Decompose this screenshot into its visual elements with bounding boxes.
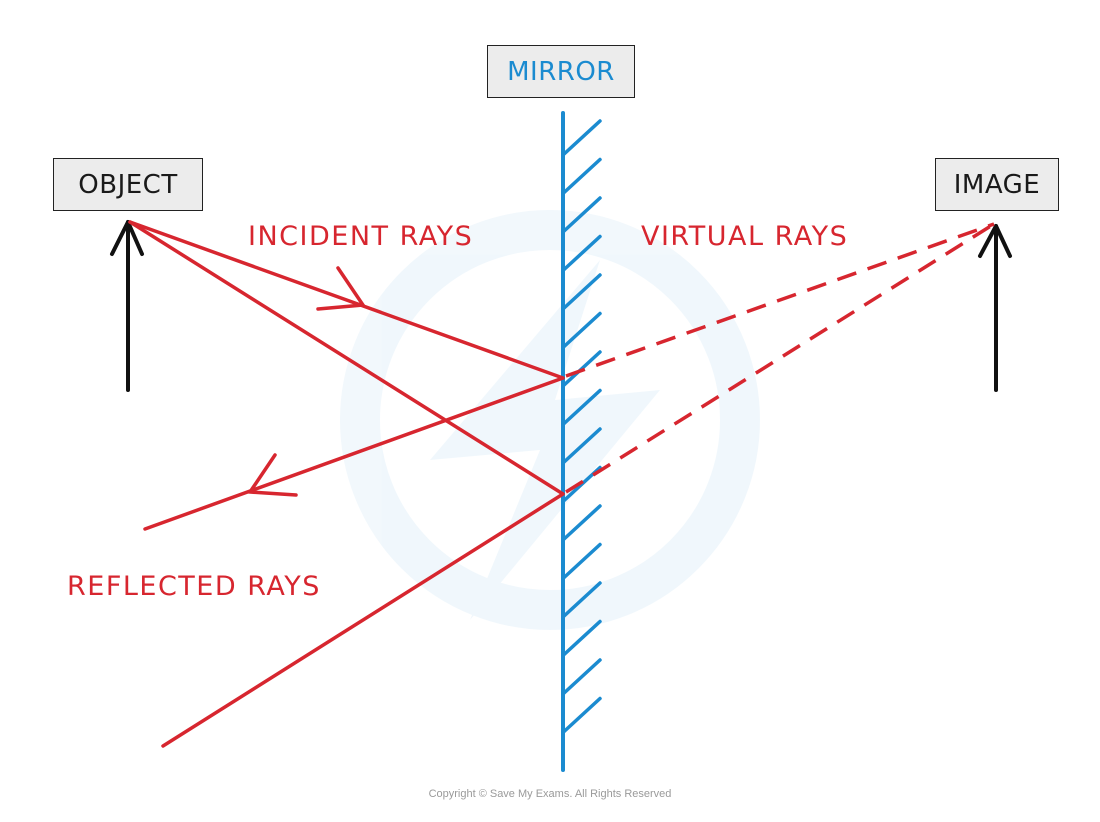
- virtual-rays-label: VIRTUAL RAYS: [641, 221, 849, 252]
- incident-rays: [128, 220, 565, 496]
- mirror-label: MIRROR: [487, 45, 635, 98]
- copyright-notice: Copyright © Save My Exams. All Rights Re…: [428, 788, 672, 800]
- reflected-ray-arrowhead: [246, 453, 298, 497]
- virtual-rays: [565, 222, 995, 494]
- reflected-rays: [143, 376, 565, 748]
- mirror-hatch-mark: [561, 196, 602, 234]
- mirror-hatch-mark: [561, 234, 602, 273]
- mirror-hatch-mark: [561, 273, 602, 311]
- virtual-ray-lower: [565, 222, 995, 494]
- image-label: IMAGE: [935, 158, 1059, 211]
- mirror-hatch-mark: [561, 619, 602, 658]
- mirror-hatching: [561, 119, 602, 735]
- reflected-ray-upper: [143, 376, 565, 531]
- mirror-hatch-mark: [561, 696, 602, 735]
- mirror-hatch-mark: [561, 311, 602, 350]
- mirror-hatch-mark: [561, 157, 602, 196]
- mirror-hatch-mark: [561, 119, 602, 157]
- reflected-rays-label: REFLECTED RAYS: [67, 571, 321, 602]
- reflected-ray-lower: [161, 492, 565, 748]
- object-label: OBJECT: [53, 158, 203, 211]
- image-arrow: [978, 224, 1012, 392]
- incident-ray-arrowhead: [316, 266, 367, 311]
- image-label-text: IMAGE: [953, 169, 1041, 200]
- mirror-hatch-mark: [561, 504, 602, 542]
- watermark-logo: [340, 210, 760, 630]
- mirror-hatch-mark: [561, 427, 602, 465]
- incident-ray-upper: [128, 220, 565, 380]
- incident-ray-lower: [128, 220, 565, 496]
- mirror-hatch-mark: [561, 658, 602, 696]
- object-label-text: OBJECT: [78, 169, 178, 200]
- incident-rays-label: INCIDENT RAYS: [248, 221, 474, 252]
- mirror-hatch-mark: [561, 581, 602, 619]
- mirror-hatch-mark: [561, 388, 602, 427]
- virtual-ray-upper: [565, 222, 995, 378]
- mirror-label-text: MIRROR: [507, 56, 615, 87]
- object-arrow: [110, 220, 144, 392]
- mirror-hatch-mark: [561, 542, 602, 581]
